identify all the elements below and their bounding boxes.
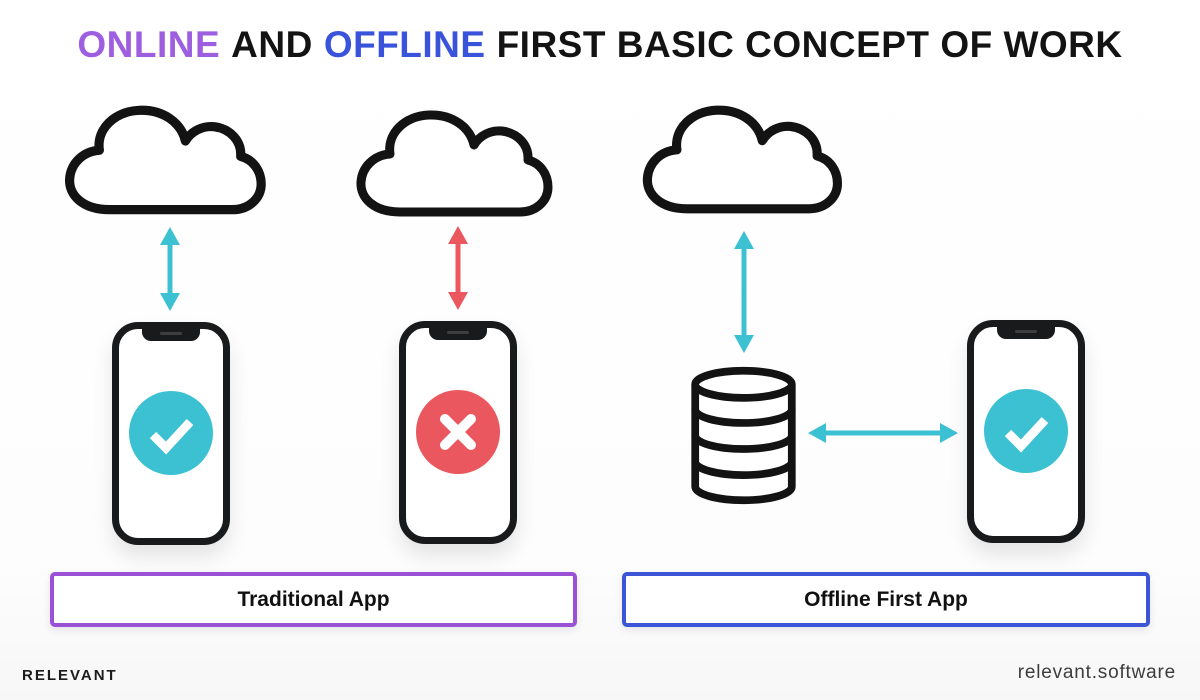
title-word-offline: OFFLINE bbox=[323, 24, 486, 65]
traditional-app-label: Traditional App bbox=[50, 572, 577, 627]
left-right-arrow-icon bbox=[808, 418, 958, 448]
phone-speaker bbox=[1015, 330, 1037, 333]
cross-icon bbox=[416, 390, 500, 474]
up-down-arrow-icon bbox=[443, 226, 473, 310]
traditional-app-label-text: Traditional App bbox=[237, 587, 390, 611]
title-rest: FIRST BASIC CONCEPT OF WORK bbox=[496, 24, 1123, 65]
cloud-icon bbox=[46, 97, 292, 224]
check-icon bbox=[129, 391, 213, 475]
offline-first-app-label-text: Offline First App bbox=[804, 587, 968, 611]
phone-notch bbox=[429, 327, 487, 340]
cloud-icon bbox=[624, 97, 868, 223]
database-icon bbox=[687, 365, 800, 506]
phone-icon bbox=[399, 321, 517, 544]
page-title: ONLINE AND OFFLINE FIRST BASIC CONCEPT O… bbox=[0, 24, 1200, 66]
phone-speaker bbox=[447, 331, 469, 334]
check-icon bbox=[984, 389, 1068, 473]
title-word-online: ONLINE bbox=[77, 24, 221, 65]
phone-icon bbox=[112, 322, 230, 545]
cloud-icon bbox=[338, 102, 578, 226]
phone-notch bbox=[142, 328, 200, 341]
title-word-and: AND bbox=[231, 24, 313, 65]
phone-speaker bbox=[160, 332, 182, 335]
phone-icon bbox=[967, 320, 1085, 543]
phone-notch bbox=[997, 326, 1055, 339]
up-down-arrow-icon bbox=[729, 231, 759, 353]
relevant-logo: RELEVANT bbox=[22, 667, 118, 684]
website-text: relevant.software bbox=[1017, 662, 1176, 683]
offline-first-app-label: Offline First App bbox=[622, 572, 1150, 627]
up-down-arrow-icon bbox=[155, 227, 185, 311]
